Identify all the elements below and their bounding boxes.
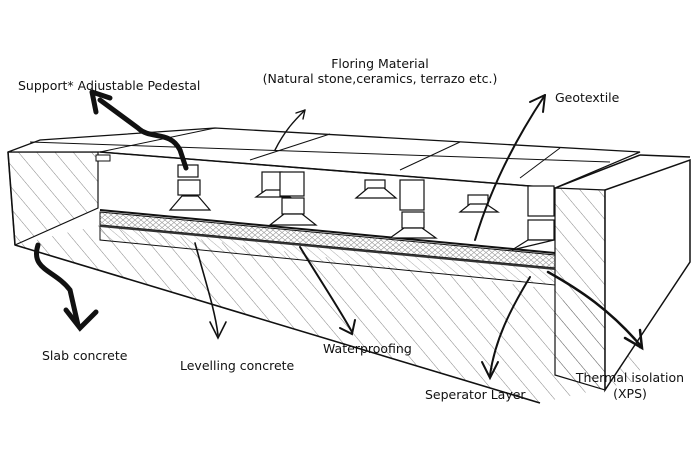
arrow-support [97, 97, 189, 171]
label-thermal-xps: (XPS) [613, 386, 647, 401]
label-levelling-concrete: Levelling concrete [180, 358, 295, 373]
pedestal [388, 179, 438, 239]
arrow-geotextile [474, 94, 546, 241]
label-geotextile: Geotextile [555, 90, 620, 105]
label-support-pedestal: Support* Adjustable Pedestal [18, 78, 201, 93]
pedestal [168, 164, 212, 211]
label-flooring-examples: (Natural stone,ceramics, terrazo etc.) [262, 71, 498, 86]
label-slab-concrete: Slab concrete [42, 348, 128, 363]
arrow-flooring [274, 109, 306, 151]
label-thermal-isolation: Thermal isolation [575, 370, 685, 385]
arrow-thermal [546, 270, 642, 347]
slab-right-face [604, 158, 691, 393]
pedestal [268, 171, 318, 226]
label-waterproofing: Waterproofing [323, 341, 412, 356]
arrow-waterproofing [299, 246, 353, 333]
pedestal [458, 194, 500, 213]
arrow-separator [489, 276, 531, 376]
pedestal [354, 179, 398, 199]
arrow-levelling [194, 242, 219, 336]
pedestal [95, 154, 111, 162]
geotextile-line [99, 209, 556, 254]
slab-bottom [15, 225, 640, 403]
label-separator-layer: Seperator Layer [425, 387, 526, 402]
arrow-slab [34, 242, 81, 328]
slab-right-wall [554, 187, 606, 391]
pedestal [511, 185, 555, 251]
label-flooring-material: Floring Material [331, 56, 429, 71]
